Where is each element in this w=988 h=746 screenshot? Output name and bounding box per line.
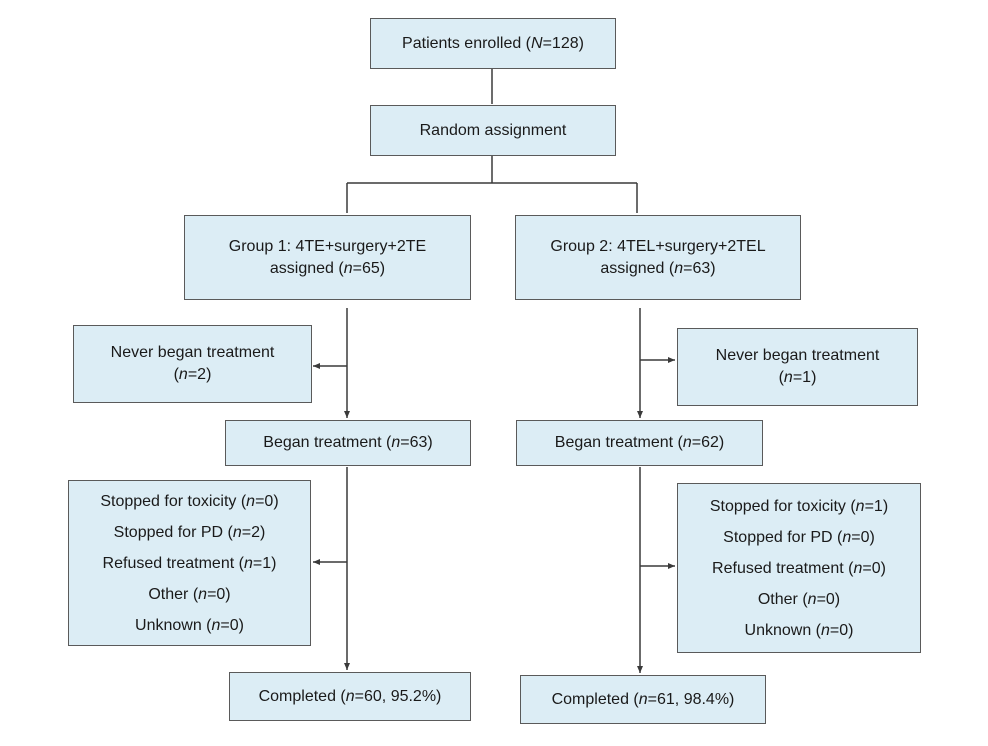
enrolled-box: Patients enrolled (N=128) xyxy=(370,18,616,69)
box-text-line: Other (n=0) xyxy=(148,579,230,610)
variable-symbol: n xyxy=(783,369,793,386)
variable-symbol: n xyxy=(391,434,401,451)
group2-assigned-box: Group 2: 4TEL+surgery+2TEL assigned (n=63… xyxy=(515,215,801,300)
variable-symbol: n xyxy=(855,497,865,515)
text-segment: Stopped for toxicity ( xyxy=(100,492,247,510)
variable-symbol: n xyxy=(821,621,830,639)
text-segment: =2) xyxy=(187,366,212,383)
group2-began-box: Began treatment (n=62) xyxy=(516,420,763,466)
group2-completed-box: Completed (n=61, 98.4%) xyxy=(520,675,766,724)
box-text-line: assigned (n=65) xyxy=(270,258,385,280)
box-text-line: (n=2) xyxy=(174,364,212,386)
text-segment: =1) xyxy=(252,554,277,572)
box-text-line: Unknown (n=0) xyxy=(135,610,244,641)
text-segment: =61, 98.4%) xyxy=(647,690,735,708)
variable-symbol: n xyxy=(198,585,208,603)
box-text-line: Group 1: 4TE+surgery+2TE xyxy=(229,236,426,258)
group2-stopped-box: Stopped for toxicity (n=1)Stopped for PD… xyxy=(677,483,921,653)
box-text-line: Other (n=0) xyxy=(758,584,840,615)
variable-symbol: n xyxy=(345,687,355,705)
text-segment: =0) xyxy=(220,616,244,634)
text-segment: Random assignment xyxy=(419,121,567,139)
variable-symbol: n xyxy=(807,590,817,608)
box-text-line: Completed (n=60, 95.2%) xyxy=(259,686,442,708)
text-segment: =0) xyxy=(851,528,875,546)
text-segment: =0) xyxy=(829,621,854,639)
text-segment: =63) xyxy=(683,259,716,277)
text-segment: ( xyxy=(173,366,179,383)
text-segment: Completed ( xyxy=(551,690,639,708)
box-text-line: Began treatment (n=63) xyxy=(263,432,432,454)
text-segment: =1) xyxy=(792,369,817,386)
text-segment: Began treatment ( xyxy=(554,434,683,451)
group1-stopped-box: Stopped for toxicity (n=0)Stopped for PD… xyxy=(68,480,311,646)
box-text-line: Refused treatment (n=0) xyxy=(712,553,886,584)
text-segment: Stopped for toxicity ( xyxy=(709,497,856,515)
text-segment: Other ( xyxy=(148,585,199,603)
variable-symbol: n xyxy=(243,554,253,572)
random-assignment-box: Random assignment xyxy=(370,105,616,156)
text-segment: Patients enrolled ( xyxy=(402,34,532,52)
variable-symbol: n xyxy=(246,492,256,510)
box-text-line: Never began treatment xyxy=(111,342,275,364)
text-segment: Completed ( xyxy=(258,687,346,705)
variable-symbol: n xyxy=(343,259,353,277)
text-segment: =2) xyxy=(241,523,266,541)
box-text-line: Stopped for toxicity (n=1) xyxy=(710,491,888,522)
group1-completed-box: Completed (n=60, 95.2%) xyxy=(229,672,471,721)
text-segment: =62) xyxy=(691,434,725,451)
text-segment: =1) xyxy=(864,497,889,515)
text-segment: Never began treatment xyxy=(715,347,880,364)
variable-symbol: n xyxy=(178,366,188,383)
text-segment: Began treatment ( xyxy=(263,434,392,451)
text-segment: =128) xyxy=(542,34,584,52)
text-segment: assigned ( xyxy=(269,259,344,277)
group2-never-began-box: Never began treatment (n=1) xyxy=(677,328,918,406)
text-segment: Unknown ( xyxy=(135,616,212,634)
variable-symbol: n xyxy=(638,690,648,708)
box-text-line: Never began treatment xyxy=(716,345,880,367)
group1-never-began-box: Never began treatment (n=2) xyxy=(73,325,312,403)
text-segment: ( xyxy=(778,369,784,386)
box-text-line: Unknown (n=0) xyxy=(745,615,854,646)
box-text-line: Stopped for PD (n=2) xyxy=(114,517,266,548)
text-segment: =0) xyxy=(816,590,841,608)
box-text-line: Patients enrolled (N=128) xyxy=(402,33,584,55)
box-text-line: (n=1) xyxy=(779,367,817,389)
text-segment: Unknown ( xyxy=(744,621,821,639)
text-segment: Other ( xyxy=(757,590,808,608)
text-segment: Refused treatment ( xyxy=(102,554,244,572)
variable-symbol: n xyxy=(674,259,684,277)
text-segment: =0) xyxy=(862,559,886,577)
variable-symbol: n xyxy=(232,523,242,541)
box-text-line: Stopped for toxicity (n=0) xyxy=(100,486,278,517)
variable-symbol: n xyxy=(853,559,863,577)
variable-symbol: n xyxy=(211,616,221,634)
text-segment: Never began treatment xyxy=(110,344,275,361)
box-text-line: Group 2: 4TEL+surgery+2TEL xyxy=(550,236,765,258)
variable-symbol: n xyxy=(682,434,692,451)
text-segment: Refused treatment ( xyxy=(712,559,854,577)
box-text-line: assigned (n=63) xyxy=(600,258,715,280)
variable-symbol: n xyxy=(842,528,852,546)
box-text-line: Refused treatment (n=1) xyxy=(103,548,277,579)
box-text-line: Stopped for PD (n=0) xyxy=(723,522,875,553)
text-segment: =0) xyxy=(255,492,279,510)
text-segment: assigned ( xyxy=(600,259,675,277)
text-segment: Stopped for PD ( xyxy=(113,523,233,541)
text-segment: Group 1: 4TE+surgery+2TE xyxy=(228,237,427,255)
group1-assigned-box: Group 1: 4TE+surgery+2TE assigned (n=65) xyxy=(184,215,471,300)
box-text-line: Completed (n=61, 98.4%) xyxy=(552,689,735,711)
group1-began-box: Began treatment (n=63) xyxy=(225,420,471,466)
text-segment: =65) xyxy=(352,259,386,277)
box-text-line: Random assignment xyxy=(420,120,567,142)
text-segment: Group 2: 4TEL+surgery+2TEL xyxy=(550,237,766,255)
variable-symbol: N xyxy=(531,34,543,52)
text-segment: =63) xyxy=(400,434,433,451)
text-segment: =60, 95.2%) xyxy=(354,687,442,705)
text-segment: Stopped for PD ( xyxy=(723,528,843,546)
box-text-line: Began treatment (n=62) xyxy=(555,432,724,454)
text-segment: =0) xyxy=(207,585,231,603)
